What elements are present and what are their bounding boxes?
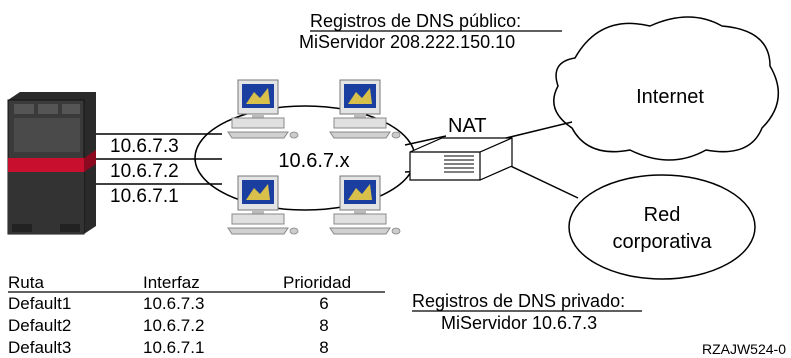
- interface-label: 10.6.7.3: [110, 136, 179, 157]
- priority-header: Prioridad: [283, 273, 351, 292]
- table-cell: 10.6.7.2: [143, 316, 204, 335]
- interface-label: 10.6.7.2: [110, 161, 179, 182]
- public-dns-title: Registros de DNS público:: [310, 11, 521, 31]
- figure-id: RZAJW524-0: [702, 341, 786, 357]
- private-dns-records: Registros de DNS privado: MiServidor 10.…: [412, 291, 642, 333]
- table-cell: 8: [319, 316, 328, 335]
- internet-label: Internet: [636, 86, 704, 108]
- corporate-network: Red corporativa: [568, 174, 756, 280]
- server-icon: [7, 92, 96, 235]
- table-cell: 10.6.7.1: [143, 338, 204, 357]
- private-dns-entry: MiServidor 10.6.7.3: [441, 313, 597, 333]
- pc-icon: [329, 79, 401, 139]
- route-table: Ruta Interfaz Prioridad Default1 10.6.7.…: [8, 273, 385, 357]
- private-dns-title: Registros de DNS privado:: [412, 291, 625, 311]
- pc-icon: [329, 175, 401, 235]
- table-cell: 10.6.7.3: [143, 294, 204, 313]
- table-cell: Default3: [8, 338, 71, 357]
- pc-icon: [227, 79, 299, 139]
- interface-label: 10.6.7.1: [110, 186, 179, 207]
- internet-cloud: Internet: [553, 16, 780, 161]
- table-cell: Default2: [8, 316, 71, 335]
- nat-internet-link: [497, 121, 573, 141]
- table-cell: 6: [319, 294, 328, 313]
- corporate-label-line2: corporativa: [613, 231, 713, 253]
- route-header: Ruta: [8, 273, 44, 292]
- public-dns-records: Registros de DNS público: MiServidor 208…: [299, 11, 562, 52]
- interface-header: Interfaz: [143, 273, 200, 292]
- nat-corporate-link: [501, 161, 579, 199]
- public-dns-entry: MiServidor 208.222.150.10: [299, 32, 515, 52]
- lan-nat-link-top: [404, 135, 447, 146]
- pc-icon: [227, 175, 299, 235]
- nat-label: NAT: [448, 115, 487, 137]
- corporate-label-line1: Red: [644, 204, 681, 226]
- table-cell: 8: [319, 338, 328, 357]
- subnet-label: 10.6.7.x: [278, 150, 349, 172]
- nat-device: NAT: [409, 115, 513, 181]
- table-cell: Default1: [8, 294, 71, 313]
